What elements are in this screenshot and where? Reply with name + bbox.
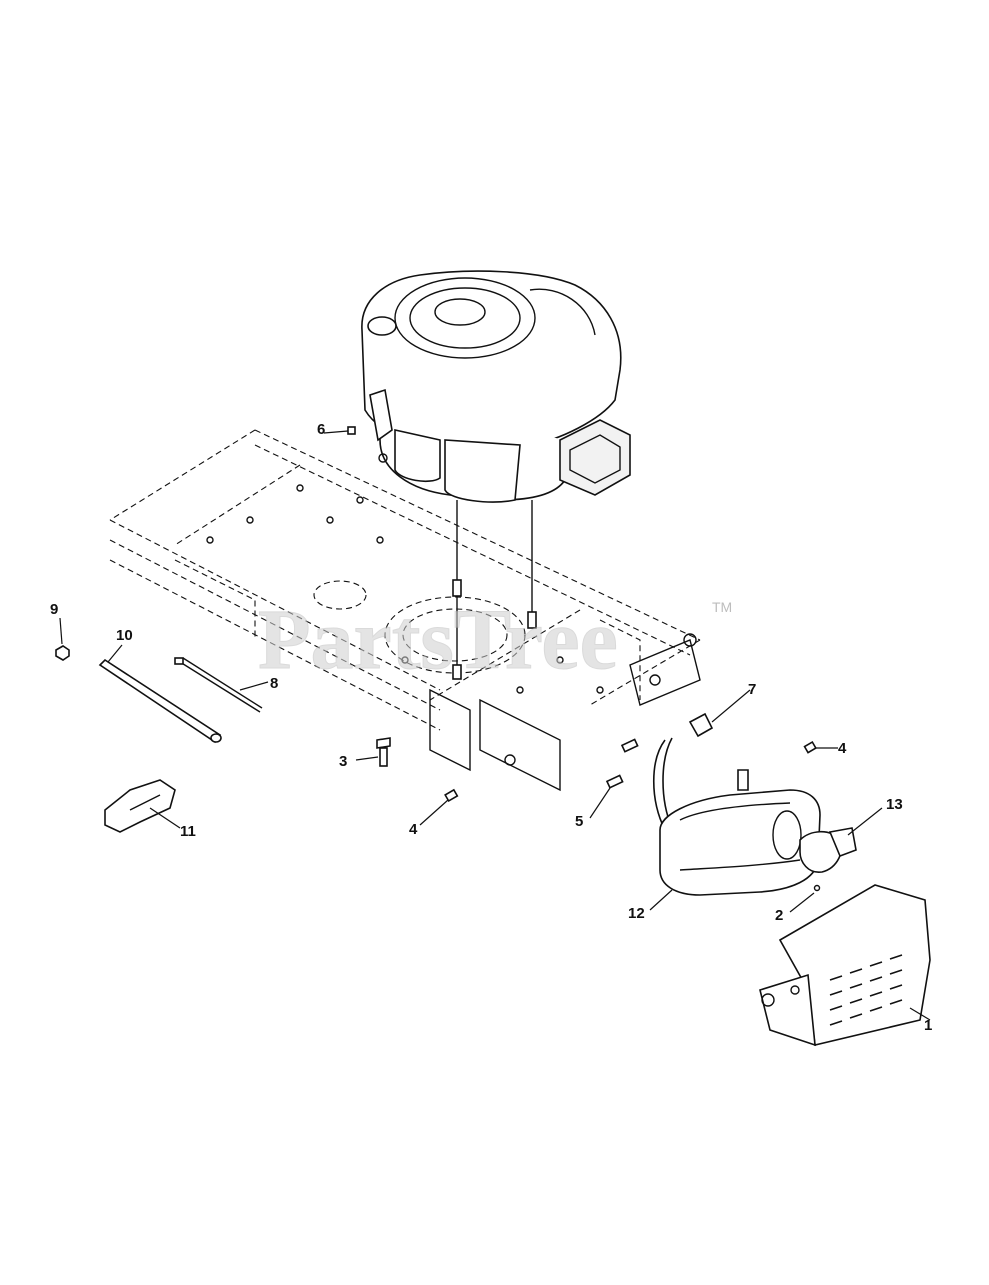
callout-7[interactable]: 7 [748, 681, 756, 698]
tractor-frame [109, 429, 701, 792]
engine [361, 270, 631, 680]
loose-parts [55, 426, 817, 833]
callout-11[interactable]: 11 [180, 823, 196, 840]
callout-10[interactable]: 10 [116, 627, 133, 644]
callout-12[interactable]: 12 [628, 905, 645, 922]
muffler [652, 712, 857, 896]
callout-13[interactable]: 13 [886, 796, 903, 813]
leader-lines [59, 430, 931, 1021]
callout-3[interactable]: 3 [339, 753, 347, 770]
callout-2[interactable]: 2 [775, 907, 783, 924]
heat-shield [759, 884, 931, 1047]
callout-9[interactable]: 9 [50, 601, 58, 618]
callout-8[interactable]: 8 [270, 675, 278, 692]
callout-6[interactable]: 6 [317, 421, 325, 438]
callout-5[interactable]: 5 [575, 813, 583, 830]
callout-4-right[interactable]: 4 [838, 740, 847, 757]
callout-1[interactable]: 1 [924, 1017, 932, 1034]
watermark-trademark: TM [712, 599, 732, 615]
watermark: PartsTree [258, 591, 618, 687]
callout-labels: 1 2 3 4 4 5 6 7 8 9 10 11 12 13 [50, 421, 932, 1034]
callout-4-left[interactable]: 4 [409, 821, 418, 838]
